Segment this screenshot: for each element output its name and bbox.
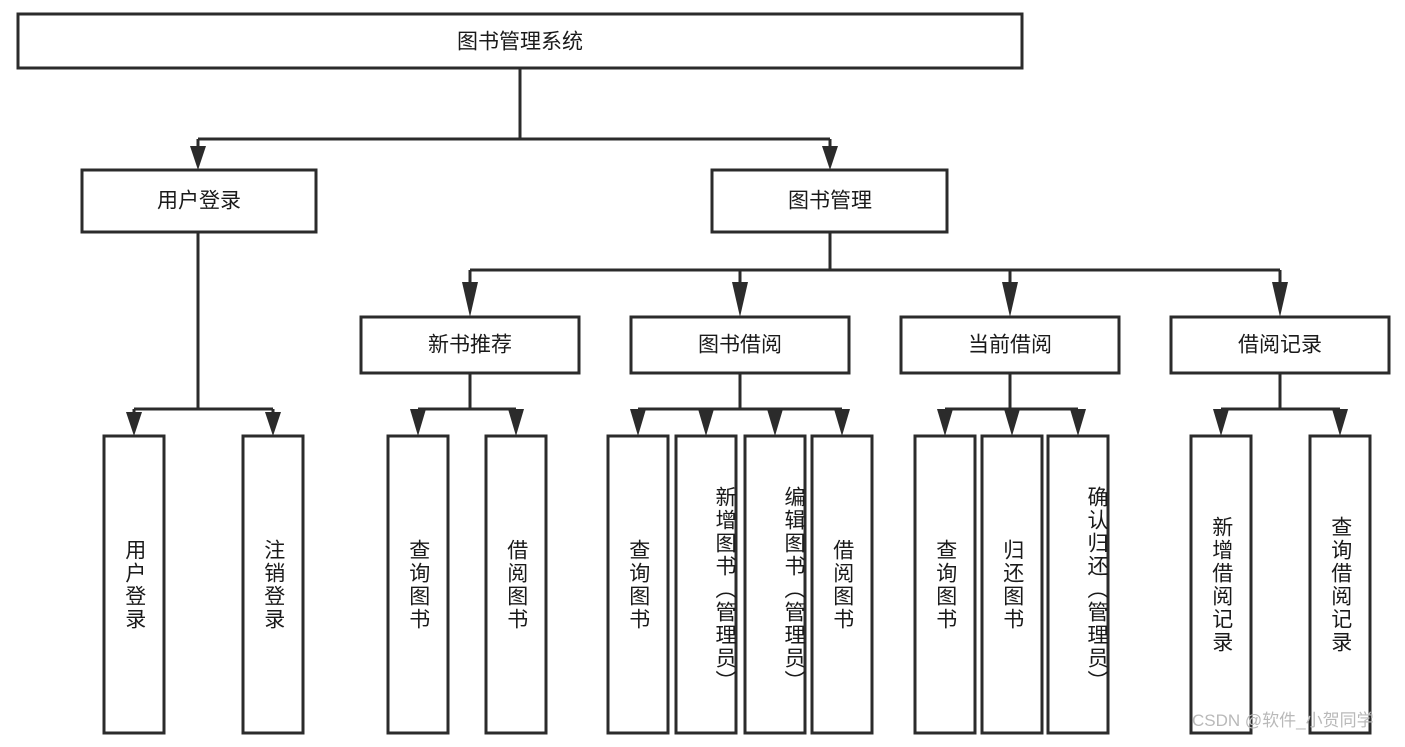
node-book-borrow[interactable]: 图书借阅: [629, 315, 851, 375]
arrow-head-leaf-add-book: [698, 409, 714, 436]
node-leaf-add-record-box[interactable]: [1189, 434, 1253, 735]
node-leaf-query-book-1-label: 查询图书: [406, 538, 430, 631]
node-current-borrow-box[interactable]: [899, 315, 1121, 375]
connector-group-user-login: [126, 232, 281, 436]
node-book-manage-label: 图书管理: [788, 190, 872, 213]
node-book-manage[interactable]: 图书管理: [710, 168, 949, 234]
node-leaf-user-login-label: 用户登录: [122, 538, 146, 631]
arrow-head-current-borrow: [1002, 282, 1018, 317]
node-leaf-query-record-box[interactable]: [1308, 434, 1372, 735]
arrow-head-leaf-user-login: [126, 412, 142, 436]
csdn-watermark: CSDN @软件_小贺同学: [1192, 711, 1374, 730]
node-leaf-return-book-box[interactable]: [980, 434, 1044, 735]
connector-group-book-borrow: [630, 373, 850, 436]
node-leaf-borrow-book-2-label: 借阅图书: [830, 538, 854, 631]
arrow-head-user-login: [190, 146, 206, 170]
node-root-label: 图书管理系统: [457, 31, 583, 54]
node-user-login[interactable]: 用户登录: [80, 168, 318, 234]
node-leaf-logout-login-label: 注销登录: [261, 538, 285, 631]
node-leaf-logout-login-box[interactable]: [241, 434, 305, 735]
node-root[interactable]: 图书管理系统: [16, 12, 1024, 70]
connector-group-root: [190, 68, 838, 170]
arrow-head-new-book-rec: [462, 282, 478, 317]
node-borrow-record-box[interactable]: [1169, 315, 1391, 375]
node-leaf-add-book-label: 新增图书（管理员）: [713, 486, 736, 693]
node-leaf-confirm-return-label: 确认归还（管理员）: [1085, 486, 1108, 693]
node-leaf-borrow-book-1-label: 借阅图书: [504, 538, 528, 631]
connector-group-borrow-record: [1213, 373, 1348, 436]
node-leaf-query-book-3-box[interactable]: [913, 434, 977, 735]
node-book-borrow-label: 图书借阅: [698, 334, 782, 357]
node-leaf-query-book-2-box[interactable]: [606, 434, 670, 735]
node-current-borrow[interactable]: 当前借阅: [899, 315, 1121, 375]
connector-group-current-borrow: [937, 373, 1086, 436]
node-leaf-add-book-box[interactable]: [674, 434, 738, 735]
node-leaf-edit-book-box[interactable]: [743, 434, 807, 735]
arrow-head-leaf-borrow-book-1: [508, 409, 524, 436]
node-new-book-rec-label: 新书推荐: [428, 334, 512, 357]
node-leaf-confirm-return-box[interactable]: [1046, 434, 1110, 735]
leaf-box-group: [102, 434, 1372, 735]
arrow-head-leaf-query-record: [1332, 409, 1348, 436]
node-leaf-borrow-book-1-box[interactable]: [484, 434, 548, 735]
node-new-book-rec-box[interactable]: [359, 315, 581, 375]
arrow-head-leaf-add-record: [1213, 409, 1229, 436]
node-new-book-rec[interactable]: 新书推荐: [359, 315, 581, 375]
arrow-head-book-borrow: [732, 282, 748, 317]
node-leaf-return-book-label: 归还图书: [1000, 538, 1024, 631]
arrow-head-leaf-logout-login: [265, 412, 281, 436]
node-book-borrow-box[interactable]: [629, 315, 851, 375]
connector-group-new-book-rec: [410, 373, 524, 436]
arrow-head-book-manage: [822, 146, 838, 170]
arrow-head-borrow-record: [1272, 282, 1288, 317]
arrow-head-leaf-query-book-2: [630, 409, 646, 436]
node-leaf-edit-book-label: 编辑图书（管理员）: [782, 486, 805, 693]
node-user-login-label: 用户登录: [157, 190, 241, 213]
node-borrow-record[interactable]: 借阅记录: [1169, 315, 1391, 375]
arrow-head-leaf-query-book-3: [937, 409, 953, 436]
arrow-head-leaf-confirm-return: [1070, 409, 1086, 436]
node-root-box[interactable]: [16, 12, 1024, 70]
arrow-head-leaf-edit-book: [767, 409, 783, 436]
arrow-head-leaf-borrow-book-2: [834, 409, 850, 436]
node-leaf-borrow-book-2-box[interactable]: [810, 434, 874, 735]
node-leaf-query-record-label: 查询借阅记录: [1328, 515, 1352, 654]
node-current-borrow-label: 当前借阅: [968, 334, 1052, 357]
node-leaf-query-book-2-label: 查询图书: [626, 538, 650, 631]
node-leaf-user-login-box[interactable]: [102, 434, 166, 735]
connector-group-book-manage: [462, 232, 1288, 317]
node-user-login-box[interactable]: [80, 168, 318, 234]
arrow-head-leaf-query-book-1: [410, 409, 426, 436]
node-leaf-add-record-label: 新增借阅记录: [1209, 515, 1233, 654]
node-book-manage-box[interactable]: [710, 168, 949, 234]
arrow-head-leaf-return-book: [1004, 409, 1020, 436]
node-borrow-record-label: 借阅记录: [1238, 334, 1322, 357]
node-leaf-query-book-3-label: 查询图书: [933, 538, 957, 631]
node-leaf-query-book-1-box[interactable]: [386, 434, 450, 735]
